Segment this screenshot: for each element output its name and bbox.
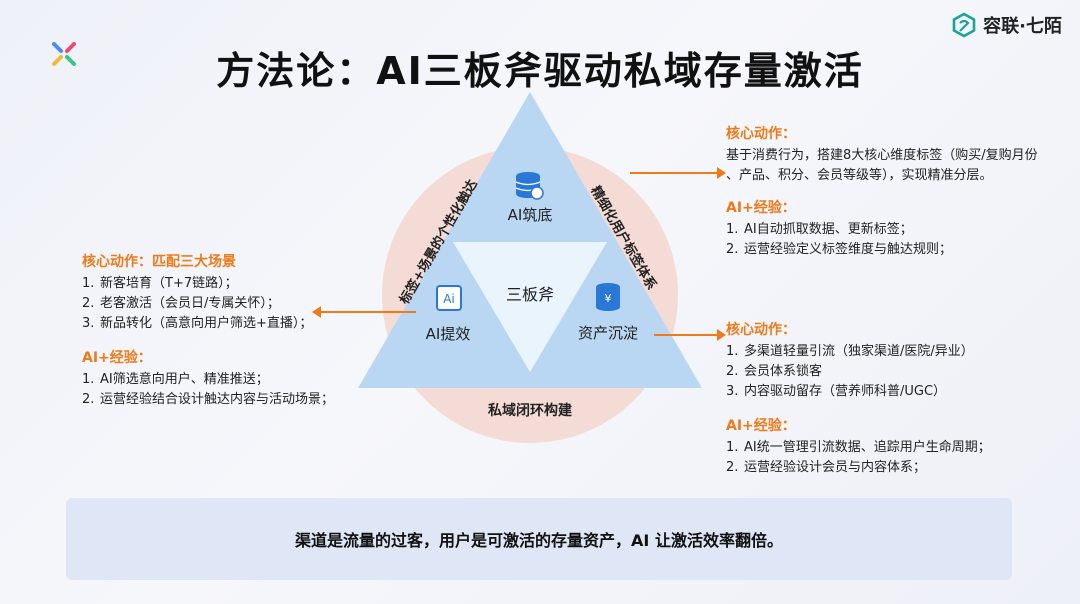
right-bottom-panel: 核心动作： 1.多渠道轻量引流（独家渠道/医院/异业） 2.会员体系锁客 3.内… xyxy=(726,320,991,478)
list-item: 1.AI统一管理引流数据、追踪用户生命周期； xyxy=(726,440,991,455)
app-logo-icon xyxy=(50,40,78,68)
right-bottom-ai-title: AI+经验： xyxy=(726,418,796,434)
list-item: 3.新品转化（高意向用户筛选+直播）； xyxy=(82,316,313,331)
page-title: 方法论：AI三板斧驱动私域存量激活 xyxy=(216,49,864,93)
list-item: 1.多渠道轻量引流（独家渠道/医院/异业） xyxy=(726,344,974,359)
triangle-diagram: AI筑底 Ai AI提效 ¥ 资产沉淀 三板斧 标签+场景的个性化触达 精细化用… xyxy=(350,90,710,450)
svg-text:¥: ¥ xyxy=(605,292,612,305)
list-item: 2.运营经验定义标签维度与触达规则； xyxy=(726,242,953,257)
list-item: 3.内容驱动留存（营养师科普/UGC） xyxy=(726,384,947,399)
right-top-core-text-1: 基于消费行为，搭建8大核心维度标签（购买/复购月份 xyxy=(726,148,1038,163)
summary-box: 渠道是流量的过客，用户是可激活的存量资产，AI 让激活效率翻倍。 xyxy=(66,498,1012,580)
node-left-label: AI提效 xyxy=(426,325,471,343)
center-label: 三板斧 xyxy=(506,285,554,304)
database-icon xyxy=(515,172,544,200)
outer-triangle xyxy=(358,92,702,388)
list-item: 2.老客激活（会员日/专属关怀）； xyxy=(82,296,280,311)
brand-hexagon-icon xyxy=(952,12,976,38)
right-top-core-title: 核心动作： xyxy=(726,126,796,142)
list-item: 2.会员体系锁客 xyxy=(726,364,823,379)
edge-bottom-label: 私域闭环构建 xyxy=(488,402,572,419)
arrow-left-head xyxy=(312,306,321,318)
list-item: 1.AI自动抓取数据、更新标签； xyxy=(726,222,913,237)
list-item: 2.运营经验结合设计触达内容与活动场景； xyxy=(82,392,335,407)
ai-icon: Ai xyxy=(436,285,462,311)
arrow-left-connector xyxy=(318,311,416,313)
arrow-right-bottom-head xyxy=(717,329,726,341)
arrow-right-top-connector xyxy=(630,172,718,174)
left-panel: 核心动作：匹配三大场景 1.新客培育（T+7链路）； 2.老客激活（会员日/专属… xyxy=(82,252,334,410)
left-core-title: 核心动作：匹配三大场景 xyxy=(82,254,236,270)
brand-name: 容联·七陌 xyxy=(983,16,1062,37)
list-item: 1.AI筛选意向用户、精准推送； xyxy=(82,372,269,387)
inner-triangle xyxy=(453,242,607,372)
right-top-ai-title: AI+经验： xyxy=(726,200,796,216)
summary-text: 渠道是流量的过客，用户是可激活的存量资产，AI 让激活效率翻倍。 xyxy=(295,531,783,550)
arrow-right-top-head xyxy=(717,167,726,179)
coins-icon: ¥ xyxy=(596,283,620,311)
list-item: 2.运营经验设计会员与内容体系； xyxy=(726,460,927,475)
list-item: 1.新客培育（T+7链路）； xyxy=(82,276,238,291)
right-top-core-text-2: 、产品、积分、会员等级等），实现精准分层。 xyxy=(726,168,993,183)
right-top-panel: 核心动作： 基于消费行为，搭建8大核心维度标签（购买/复购月份 、产品、积分、会… xyxy=(726,124,1038,260)
brand: 容联·七陌 xyxy=(951,12,1062,38)
left-ai-title: AI+经验： xyxy=(82,350,152,366)
right-bottom-core-title: 核心动作： xyxy=(726,322,796,338)
arrow-right-bottom-connector xyxy=(654,334,718,336)
svg-text:Ai: Ai xyxy=(443,292,455,306)
node-top-label: AI筑底 xyxy=(508,206,553,224)
node-right-label: 资产沉淀 xyxy=(578,324,638,342)
